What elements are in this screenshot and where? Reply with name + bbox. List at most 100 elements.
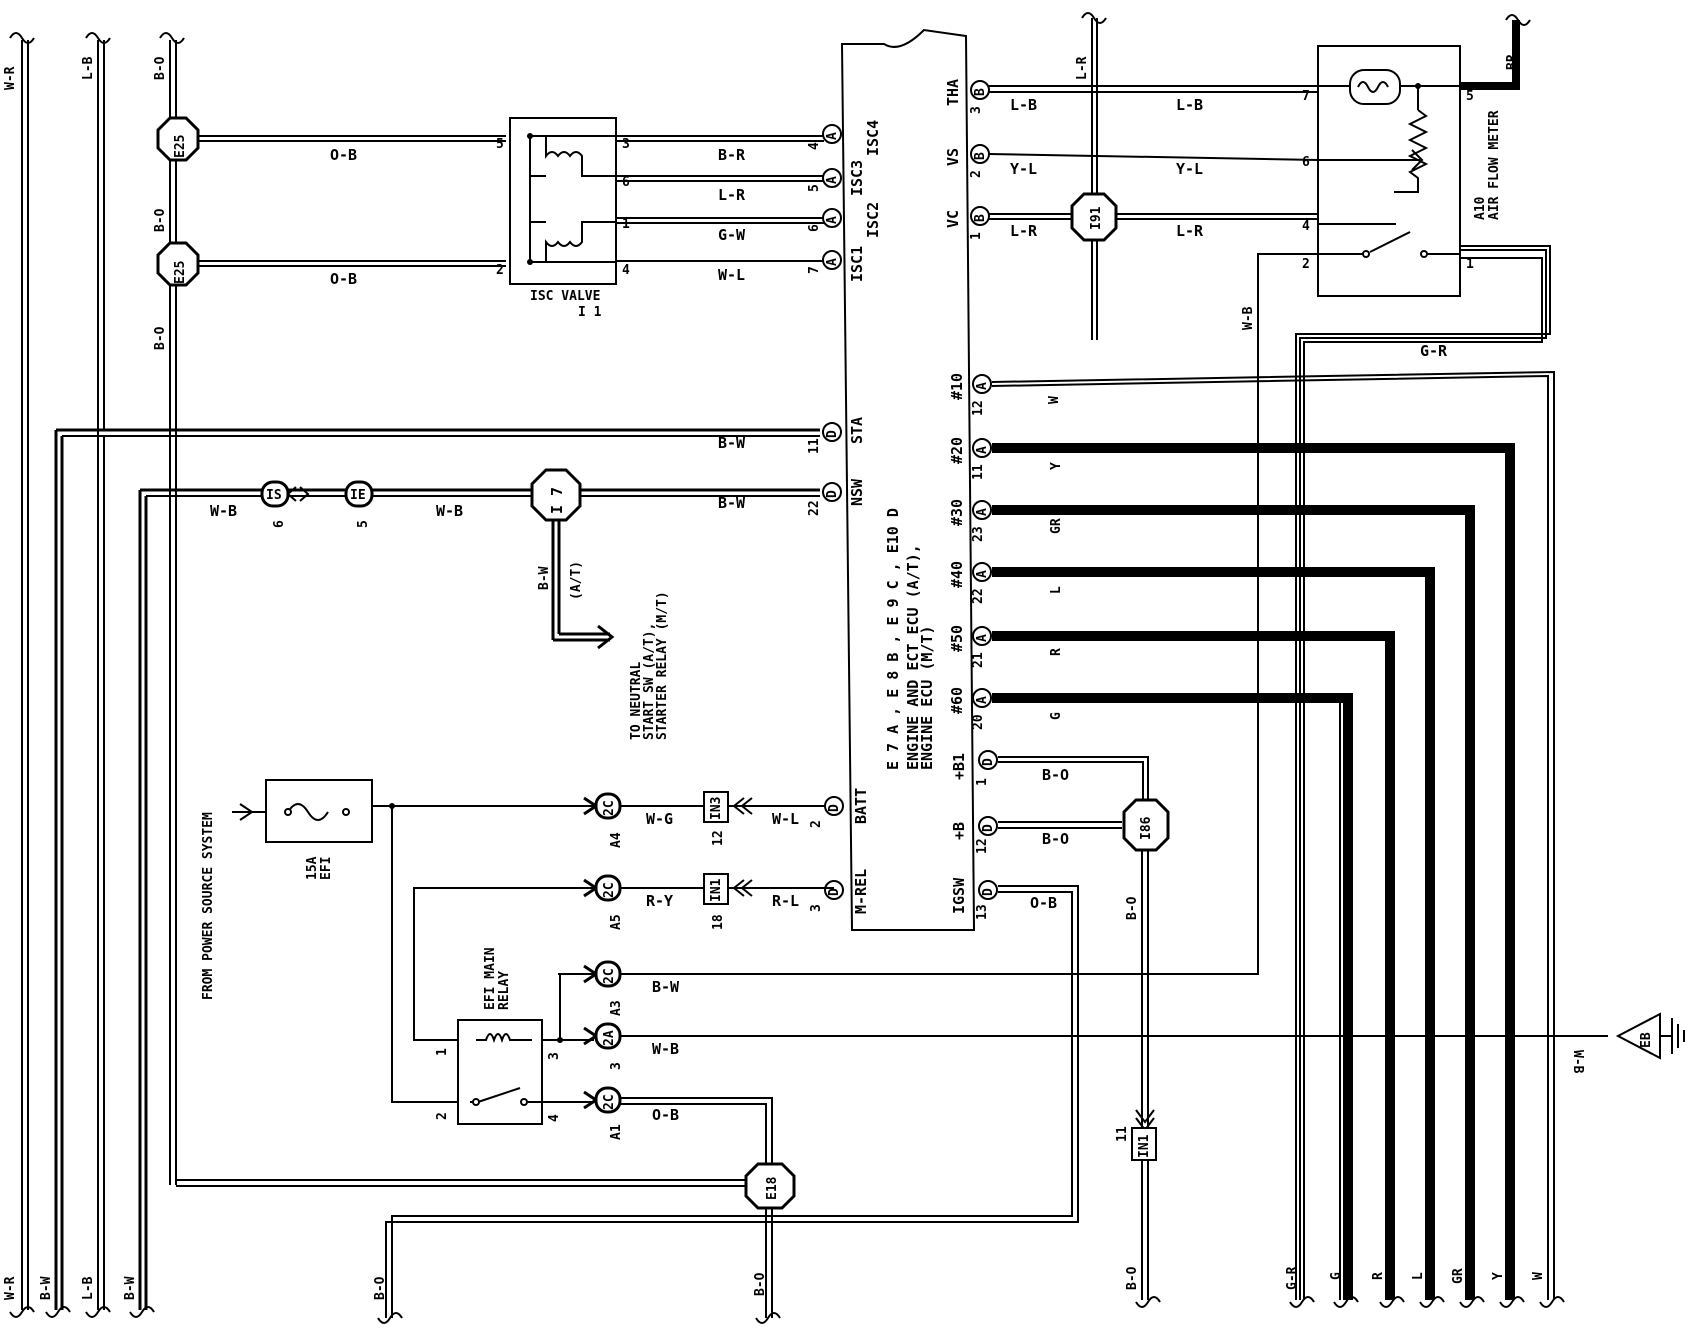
svg-text:#60: #60 (948, 687, 966, 714)
is-ie-arrows (286, 486, 310, 502)
svg-text:D: D (827, 804, 842, 812)
is-pin-num: 6 (272, 520, 287, 528)
tha-wire-label-1: L-B (1010, 96, 1037, 114)
svg-text:I 7: I 7 (548, 487, 566, 514)
br-wire (1460, 14, 1531, 90)
vc-wire-label-1: L-R (1010, 222, 1038, 240)
bus-label-lb-top: L-B (81, 56, 96, 80)
injector-w-label: W (1047, 396, 1062, 404)
svg-text:E25: E25 (173, 261, 188, 284)
vs-wire-label-2: Y-L (1176, 160, 1203, 178)
svg-text:23: 23 (971, 526, 986, 542)
bus-label-wr-bottom: W-R (3, 1276, 18, 1300)
svg-text:ISC VALVE: ISC VALVE (530, 289, 600, 304)
svg-text:6: 6 (1302, 155, 1310, 170)
vc-wire-label-2: L-R (1176, 222, 1204, 240)
ecu-pin-isc1: A 7 ISC1 (807, 246, 866, 282)
injector-wires (992, 443, 1515, 1300)
svg-text:STA: STA (848, 417, 866, 444)
injector-y-label: Y (1049, 462, 1064, 470)
svg-text:#10: #10 (948, 373, 966, 400)
relay-3-wire-label: W-B (652, 1040, 679, 1058)
mrel-wire-label-left: R-L (772, 892, 799, 910)
svg-text:IN1: IN1 (1137, 1134, 1152, 1158)
svg-text:1: 1 (969, 232, 984, 240)
wb-wire-label: W-B (1241, 306, 1256, 330)
svg-text:20: 20 (971, 714, 986, 730)
svg-text:18: 18 (711, 914, 726, 930)
power-wires (377, 756, 1161, 1324)
svg-text:A: A (975, 382, 990, 390)
neutral-note: TO NEUTRAL START SW (A/T), STARTER RELAY… (629, 591, 670, 740)
bottom-left-bo-label: B-O (373, 1276, 388, 1300)
svg-text:3: 3 (969, 106, 984, 114)
ecu-right-pins: B 3 THA B 2 VS B 1 VC A 12 #10 A 11 #20 (944, 79, 998, 920)
bo-mid-label-2: B-O (153, 326, 168, 350)
svg-text:A: A (975, 570, 990, 578)
svg-text:4: 4 (807, 142, 822, 150)
svg-text:A4: A4 (609, 832, 624, 848)
svg-text:1: 1 (622, 217, 630, 232)
sta-wire (56, 428, 820, 437)
svg-text:22: 22 (807, 500, 822, 516)
power-note: FROM POWER SOURCE SYSTEM (201, 812, 216, 1000)
ie-wire-label: W-B (436, 502, 463, 520)
left-bus-labels: W-R L-B B-O W-R B-W L-B B-W (3, 56, 168, 1300)
svg-text:7: 7 (807, 266, 822, 274)
efi-main-relay: 1 2 3 4 EFI MAIN RELAY (435, 947, 562, 1125)
bottom-r-label: R (1371, 1272, 1386, 1280)
junction-3: 2A 3 (583, 1022, 624, 1070)
svg-text:11: 11 (807, 438, 822, 454)
ecu-pin-sta: D 11 STA (807, 417, 866, 454)
in1-connector: IN1 18 (703, 873, 753, 930)
power-input-arrow (232, 803, 266, 821)
e25-wire-label-2: O-B (330, 270, 357, 288)
batt-wire-label-left: W-L (772, 810, 799, 828)
isc3-wire-label: L-R (718, 186, 746, 204)
svg-text:IN3: IN3 (709, 797, 724, 820)
junction-a3: 2C A3 (583, 960, 624, 1016)
svg-text:NSW: NSW (848, 478, 866, 506)
bus-label-bw-1: B-W (39, 1276, 54, 1300)
svg-text:ISC2: ISC2 (864, 202, 882, 238)
svg-text:A: A (975, 446, 990, 454)
ecu-pin-10: A 12 #10 (948, 373, 992, 416)
svg-text:A: A (825, 216, 840, 224)
svg-text:2A: 2A (602, 1030, 617, 1046)
svg-text:12: 12 (711, 830, 726, 846)
gr-wire-label: G-R (1420, 342, 1448, 360)
isc4-wire-label: B-R (718, 146, 746, 164)
is-wire-label: W-B (210, 502, 237, 520)
svg-text:A: A (825, 176, 840, 184)
svg-text:1: 1 (975, 778, 990, 786)
isc2-wire-label: G-W (718, 226, 746, 244)
ecu-left-pins: A 4 ISC4 A 5 ISC3 A 6 ISC2 A 7 ISC1 D 11… (807, 120, 882, 914)
in1-bottom-pin: 11 (1115, 1126, 1130, 1142)
svg-text:4: 4 (622, 263, 630, 278)
bus-label-lb-bottom: L-B (81, 1276, 96, 1300)
svg-text:2: 2 (809, 820, 824, 828)
igsw-wire-label: O-B (1030, 894, 1057, 912)
svg-text:E18: E18 (765, 1176, 780, 1200)
fuse-junction-dot (389, 803, 395, 809)
svg-text:A: A (975, 508, 990, 516)
svg-text:START SW (A/T),: START SW (A/T), (642, 623, 657, 740)
ecu-pin-isc3: A 5 ISC3 (807, 160, 866, 196)
svg-text:ISC3: ISC3 (848, 160, 866, 196)
svg-text:21: 21 (971, 652, 986, 668)
ecu-pin-isc2: A 6 ISC2 (807, 202, 882, 238)
svg-text:IS: IS (266, 488, 282, 503)
svg-text:E25: E25 (173, 135, 188, 158)
svg-text:2C: 2C (602, 800, 617, 816)
svg-text:3: 3 (622, 137, 630, 152)
injector-r-label: R (1049, 648, 1064, 656)
svg-text:1: 1 (435, 1048, 450, 1056)
svg-text:5: 5 (807, 184, 822, 192)
svg-text:ISC4: ISC4 (864, 120, 882, 156)
svg-text:RELAY: RELAY (497, 971, 512, 1010)
svg-text:+B: +B (950, 822, 968, 840)
svg-text:4: 4 (547, 1114, 562, 1122)
svg-text:IN1: IN1 (709, 878, 724, 902)
svg-text:A: A (825, 132, 840, 140)
